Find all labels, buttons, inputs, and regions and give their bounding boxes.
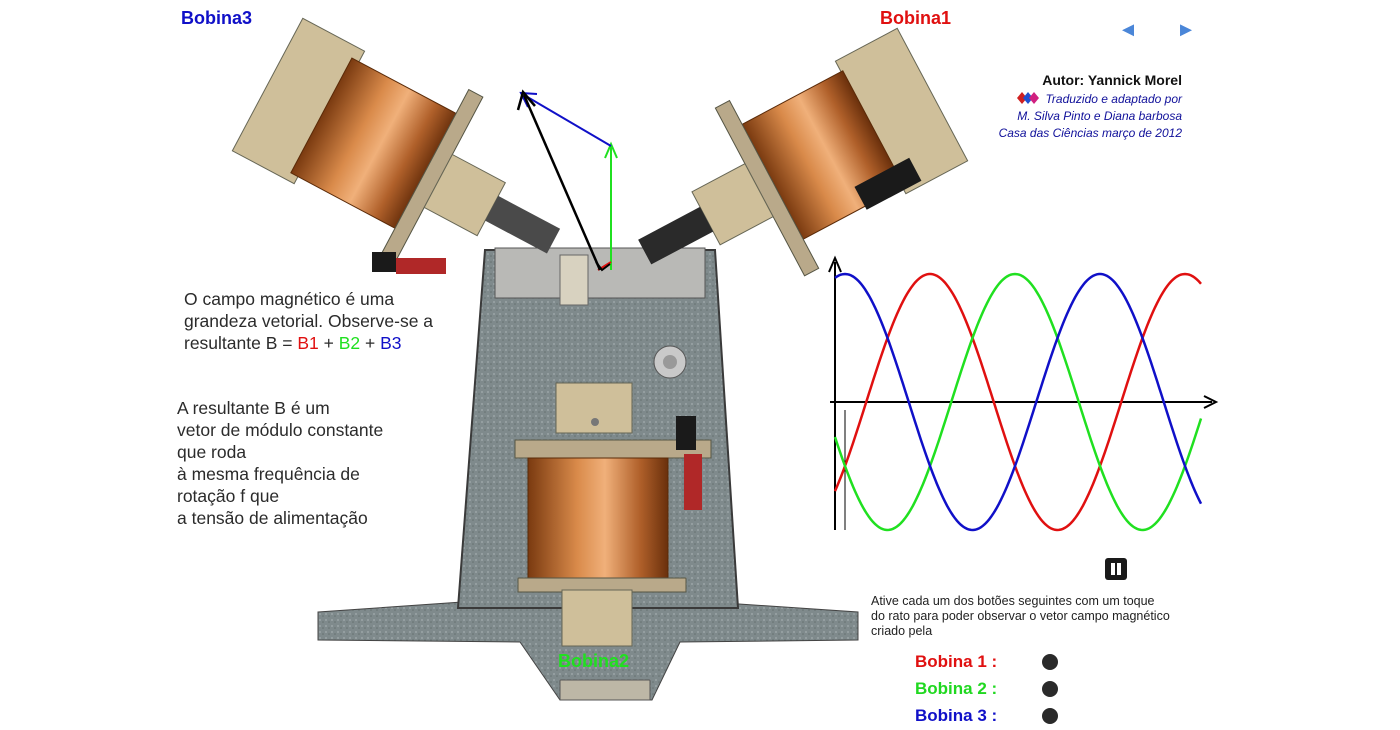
resultant-prefix: resultante B = [184,333,298,353]
pause-icon [1111,563,1115,575]
vector-resultant-head [516,89,536,111]
series-line-1 [833,272,1202,532]
plus-1: + [318,333,339,353]
rotation-text-line-1: A resultante B é um [177,398,330,418]
coil-2-illustration [514,382,712,647]
credits: Autor: Yannick Morel Traduzido e adaptad… [999,72,1182,142]
vector-b2-head [604,141,618,159]
casa-das-ciencias-logo-icon [1017,92,1040,104]
coil-3-button-label: Bobina 3 : [915,706,998,725]
pause-button[interactable] [1105,558,1127,580]
coil-3-terminal-red [396,258,446,274]
vector-b3 [523,94,612,147]
coil-2-label: Bobina2 [558,651,630,671]
next-arrow-icon[interactable]: ► [1176,19,1196,41]
b1-term: B1 [297,333,319,353]
vector-b3-head [519,91,538,108]
vector-resultant [522,94,602,271]
coil-1-button-label: Bobina 1 : [915,652,998,671]
coil-2-toggle[interactable] [1042,681,1058,697]
rotation-text-line-2: vetor de módulo constante [177,420,384,440]
chart-y-axis-arrow [828,255,842,273]
pause-icon-bar [1117,563,1121,575]
series-line-3 [834,272,1203,532]
author-line: Autor: Yannick Morel [1042,72,1182,88]
credits-line-2: M. Silva Pinto e Diana barbosa [1017,109,1182,123]
coil-3-label: Bobina3 [181,8,253,28]
instructions-text: Ative cada um dos botões seguintes com u… [871,594,1170,638]
vector-text-line-1: O campo magnético é uma [184,289,395,309]
vector-origin-arrow [595,261,611,272]
rotation-text-line-4: à mesma frequência de [177,464,360,484]
translation-line: Traduzido e adaptado por [999,91,1182,108]
field-vectors [516,89,618,272]
coil-3-illustration [231,17,561,266]
plus-2: + [360,333,381,353]
rotation-text-line-3: que roda [177,442,247,462]
coil-3-toggle[interactable] [1042,708,1058,724]
chart-x-axis-arrow [1203,395,1219,409]
coil-1-terminal [854,157,922,210]
coil-3-terminal-black [372,252,396,272]
prev-arrow-icon[interactable]: ◄ [1118,19,1138,41]
pivot-clip [559,254,589,306]
credits-line-1: Traduzido e adaptado por [1045,92,1182,106]
credits-line-3: Casa das Ciências março de 2012 [998,126,1182,140]
rotation-text-line-6: a tensão de alimentação [177,508,368,528]
rotation-explanation: A resultante B é um vetor de módulo cons… [177,397,383,529]
coil-1-toggle[interactable] [1042,654,1058,670]
sine-chart [828,255,1219,532]
rotation-text-line-5: rotação f que [177,486,280,506]
vector-text-line-3: resultante B = B1 + B2 + B3 [184,332,433,354]
vector-explanation: O campo magnético é uma grandeza vetoria… [184,288,433,354]
vector-text-line-2: grandeza vetorial. Observe-se a [184,311,434,331]
b2-term: B2 [338,333,361,353]
coil-1-label: Bobina1 [880,8,952,28]
series-line-2 [833,272,1203,532]
b3-term: B3 [380,333,402,353]
coil-2-button-label: Bobina 2 : [915,679,998,698]
